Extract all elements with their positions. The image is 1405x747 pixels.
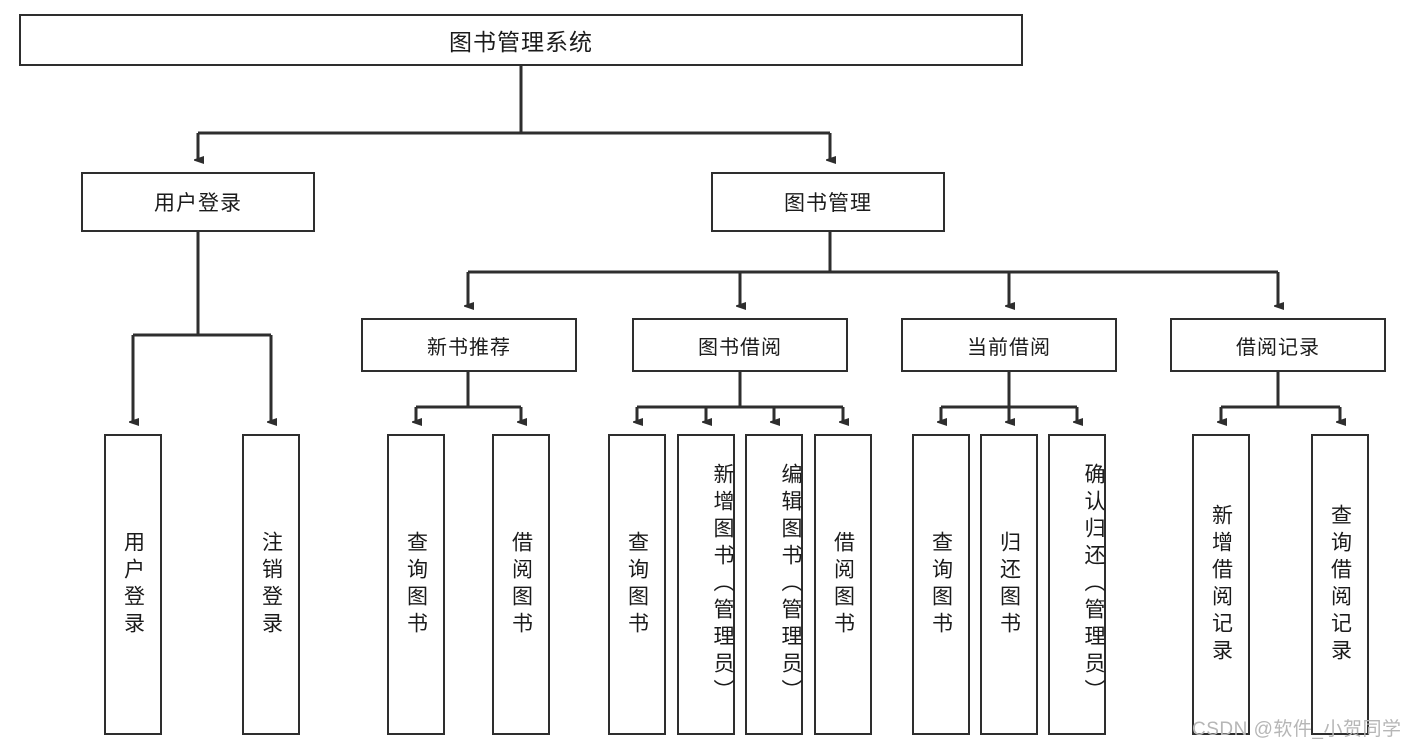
leaf-user-login-login[interactable]: 用户登录 [104, 434, 162, 735]
leaf-borrow-edit-book-admin[interactable]: 编辑图书（管理员） [745, 434, 803, 735]
leaf-borrow-query-book[interactable]: 查询图书 [608, 434, 666, 735]
node-new-book-recommend[interactable]: 新书推荐 [361, 318, 577, 372]
node-book-management[interactable]: 图书管理 [711, 172, 945, 232]
leaf-label: 用户登录 [121, 530, 145, 639]
leaf-label: 查询图书 [404, 530, 428, 639]
leaf-current-query-book[interactable]: 查询图书 [912, 434, 970, 735]
node-current-borrow[interactable]: 当前借阅 [901, 318, 1117, 372]
leaf-borrow-borrow-book[interactable]: 借阅图书 [814, 434, 872, 735]
leaf-current-return-book[interactable]: 归还图书 [980, 434, 1038, 735]
node-root-library-system[interactable]: 图书管理系统 [19, 14, 1023, 66]
leaf-record-add-record[interactable]: 新增借阅记录 [1192, 434, 1250, 735]
node-book-borrow[interactable]: 图书借阅 [632, 318, 848, 372]
connector-lines [133, 66, 1340, 422]
leaf-label: 查询图书 [625, 530, 649, 639]
leaf-label: 借阅图书 [831, 530, 855, 639]
leaf-user-login-logout[interactable]: 注销登录 [242, 434, 300, 735]
leaf-label: 借阅图书 [509, 530, 533, 639]
leaf-record-query-record[interactable]: 查询借阅记录 [1311, 434, 1369, 735]
node-user-login[interactable]: 用户登录 [81, 172, 315, 232]
leaf-label: 查询图书 [929, 530, 953, 639]
leaf-label: 确认归还（管理员） [1082, 463, 1105, 706]
leaf-label: 查询借阅记录 [1328, 503, 1352, 666]
leaf-label: 编辑图书（管理员） [779, 463, 802, 706]
leaf-label: 注销登录 [259, 530, 283, 639]
watermark-text: CSDN @软件_小贺同学 [1192, 719, 1402, 740]
leaf-current-confirm-return-admin[interactable]: 确认归还（管理员） [1048, 434, 1106, 735]
node-borrow-record[interactable]: 借阅记录 [1170, 318, 1386, 372]
leaf-label: 归还图书 [997, 530, 1021, 639]
leaf-borrow-add-book-admin[interactable]: 新增图书（管理员） [677, 434, 735, 735]
leaf-label: 新增借阅记录 [1209, 503, 1233, 666]
leaf-new-book-borrow-book[interactable]: 借阅图书 [492, 434, 550, 735]
leaf-new-book-query-book[interactable]: 查询图书 [387, 434, 445, 735]
leaf-label: 新增图书（管理员） [711, 463, 734, 706]
